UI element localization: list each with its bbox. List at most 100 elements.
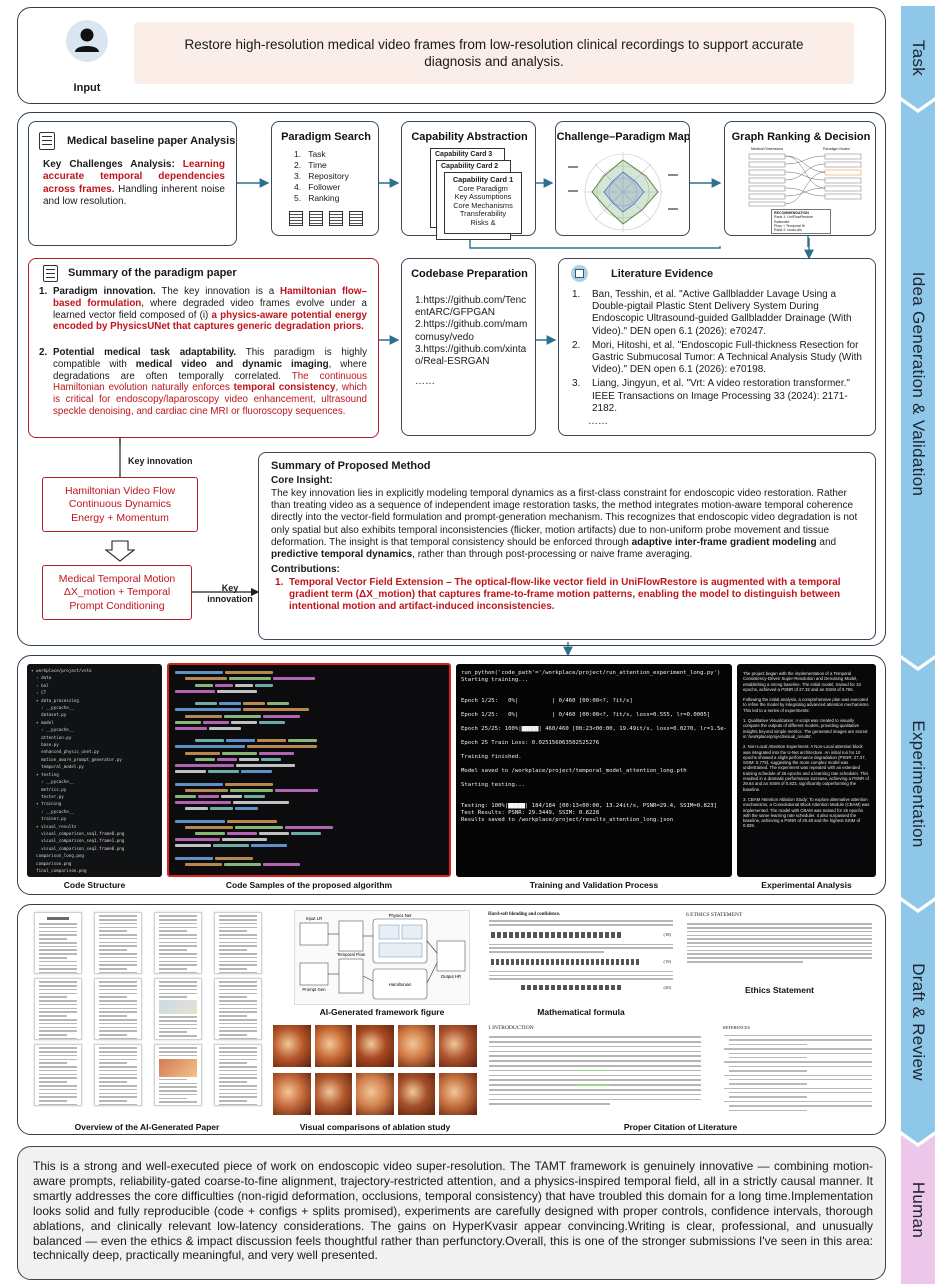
- terminal-line: [461, 775, 727, 782]
- summary-point-1: 1. Paradigm innovation. The key innovati…: [39, 286, 367, 333]
- tree-item[interactable]: comparison_long.png: [31, 853, 84, 859]
- tree-item[interactable]: › __pycache__: [31, 727, 74, 733]
- code-line: [175, 844, 443, 848]
- tree-item[interactable]: ▾ model: [31, 719, 54, 725]
- tree-item[interactable]: tester.py: [31, 793, 64, 799]
- ablation-strip: [270, 1022, 480, 1122]
- training-terminal: run_python('code_path'='/workplace/proje…: [456, 664, 732, 877]
- hamiltonian-line: Continuous Dynamics: [68, 498, 172, 511]
- tree-item[interactable]: ▾ testing: [31, 771, 59, 777]
- ethics-heading: 6 ETHICS STATEMENT: [686, 912, 743, 918]
- ablation-frame: [396, 1072, 436, 1116]
- literature-icon: [571, 265, 588, 282]
- tree-item[interactable]: › CT: [31, 690, 47, 696]
- graph-left-header: Medical Dimensions: [751, 147, 784, 151]
- tree-item[interactable]: visual_comparison_seq1.frame1.png: [31, 838, 125, 844]
- baseline-card: Medical baseline paper Analysis Key Chal…: [28, 121, 237, 246]
- terminal-line: Results saved to /workplace/project/resu…: [461, 817, 674, 823]
- paradigm-search-card: Paradigm Search 1. Task 2. Time 3. Repos…: [271, 121, 379, 236]
- analysis-paragraph: 2. Non-Local Attention Experiment: A Non…: [743, 744, 869, 792]
- code-line: [185, 863, 443, 866]
- tree-item[interactable]: metrics.py: [31, 786, 67, 792]
- paper-page-thumbnail: [154, 1044, 202, 1106]
- tree-item[interactable]: › data: [31, 675, 52, 681]
- tree-item[interactable]: ▾ data_processing: [31, 697, 79, 703]
- text-line: [489, 1050, 701, 1053]
- summary-paradigm-card: Summary of the paradigm paper 1. Paradig…: [28, 258, 379, 438]
- temporal-line: ΔX_motion + Temporal: [63, 586, 171, 599]
- text-line: [489, 1065, 701, 1067]
- tree-item[interactable]: base.py: [31, 742, 59, 748]
- code-line: [185, 825, 443, 829]
- repo-link[interactable]: 1.https://github.com/TencentARC/GFPGAN: [415, 295, 527, 319]
- text-line: [489, 1103, 610, 1105]
- reference-line: [724, 1087, 872, 1090]
- tree-item[interactable]: visual_comparison_seq2.frame0.png: [31, 845, 125, 851]
- tree-item[interactable]: final_comparison.png: [31, 867, 87, 873]
- terminal-line: Starting testing...: [461, 782, 525, 788]
- tree-item[interactable]: comparison.png: [31, 860, 72, 866]
- text-line: [489, 1084, 701, 1086]
- ablation-frame: [355, 1024, 395, 1068]
- code-line: [175, 856, 443, 860]
- reference-line: [729, 1070, 807, 1072]
- tree-item[interactable]: › __pycache__: [31, 779, 74, 785]
- intro-figure: 1 INTRODUCTION: [485, 1022, 705, 1120]
- point-red: Hamiltonian flow–based formulation: [53, 286, 367, 309]
- stage-human-label: Human: [909, 1181, 928, 1238]
- ethics-figure: 6 ETHICS STATEMENT: [683, 910, 876, 980]
- repo-link[interactable]: 3.https://github.com/xintao/Real-ESRGAN: [415, 343, 527, 368]
- point-red-bold: temporal consistency: [233, 382, 336, 394]
- summary-point-2: 2. Potential medical task adaptability. …: [39, 347, 367, 418]
- tree-item[interactable]: dataset.py: [31, 712, 67, 718]
- code-line: [195, 739, 443, 743]
- tree-item[interactable]: › __pycache__: [31, 808, 74, 814]
- search-item: 3. Repository: [294, 171, 349, 181]
- literature-item: 1.Ban, Tesshin, et al. "Active Gallbladd…: [572, 289, 852, 337]
- equation-number: (18): [663, 932, 672, 938]
- reference-line: [729, 1096, 807, 1098]
- code-line: [175, 770, 443, 774]
- radar-chart-figure: [568, 152, 678, 232]
- tree-item[interactable]: motion_aware_prompt_generator.py: [31, 756, 122, 762]
- input-label: Input: [73, 82, 101, 94]
- terminal-line: [461, 705, 727, 712]
- math-figure: Hard-soft blending and confidence. (18) …: [485, 910, 677, 1005]
- code-structure-panel: ▾ workplace/project/vsta › data › bal › …: [27, 664, 162, 877]
- reference-line: [729, 1056, 807, 1059]
- temporal-line: Prompt Conditioning: [69, 599, 165, 612]
- capability-card: Capability Abstraction Capability Card 3…: [401, 121, 536, 240]
- tree-item[interactable]: › bal: [31, 682, 49, 688]
- code-line: [185, 751, 443, 755]
- reference-line: [729, 1078, 872, 1081]
- doc-icon: [349, 211, 363, 226]
- code-line: [195, 776, 443, 779]
- caption-overview: Overview of the AI-Generated Paper: [74, 1122, 220, 1132]
- temporal-motion-box: Medical Temporal Motion ΔX_motion + Temp…: [42, 565, 192, 620]
- tree-item[interactable]: trainer.py: [31, 816, 67, 822]
- task-text: Restore high-resolution medical video fr…: [184, 37, 804, 69]
- tree-item[interactable]: temporal_model.py: [31, 764, 84, 770]
- core-text: , rather than through post-processing or…: [412, 549, 693, 561]
- math-heading: Hard-soft blending and confidence.: [488, 912, 561, 917]
- tree-item[interactable]: enhanced_physic_unet.py: [31, 749, 100, 755]
- capability-title: Capability Abstraction: [411, 131, 528, 143]
- code-line: [175, 782, 443, 786]
- framework-label: Prompt Gen: [302, 987, 326, 992]
- tree-item[interactable]: ▾ training: [31, 801, 62, 807]
- tree-item[interactable]: visual_comparison_seq1.frame0.png: [31, 830, 125, 836]
- repo-link[interactable]: 2.https://github.com/mamcomusy/vedo: [415, 319, 528, 343]
- code-line: [175, 720, 443, 724]
- tree-item[interactable]: ▾ workplace/project/vsta: [31, 668, 92, 673]
- caption-ablation: Visual comparisons of ablation study: [299, 1122, 451, 1132]
- text-line: [489, 1045, 701, 1048]
- tree-item[interactable]: attention.py: [31, 734, 72, 740]
- ablation-frame: [313, 1072, 353, 1116]
- terminal-line: Test Results: PSNR: 29.3449, SSIM: 0.822…: [461, 810, 600, 816]
- text-line: [489, 1060, 701, 1062]
- terminal-line: [461, 761, 727, 768]
- tree-item[interactable]: › __pycache__: [31, 705, 74, 711]
- framework-label: Output HR: [441, 974, 461, 979]
- tree-item[interactable]: ▾ visual_results: [31, 823, 77, 829]
- challenge-map-card: Challenge–Paradigm Map: [555, 121, 690, 236]
